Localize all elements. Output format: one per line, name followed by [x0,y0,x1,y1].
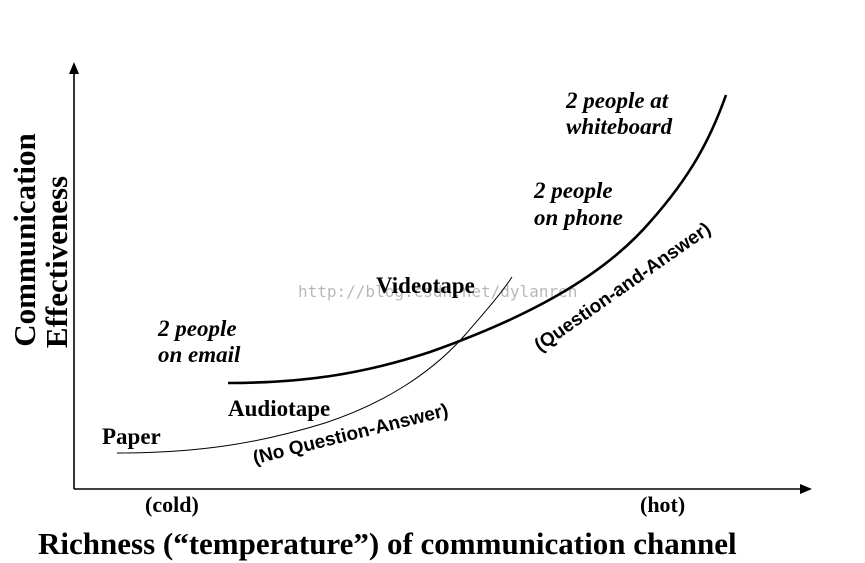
y-axis-label-line2: Effectiveness [39,176,74,348]
label-paper: Paper [102,424,161,449]
x-axis-cold-label: (cold) [145,492,199,517]
label-videotape: Videotape [376,273,475,298]
watermark-text: http://blog.csdn.net/dylanren [298,282,577,301]
label-whiteboard-line2: whiteboard [566,114,673,139]
y-axis-label-line1: Communication [7,133,42,347]
label-whiteboard-line1: 2 people at [565,88,669,113]
question-and-answer-curve [227,94,728,385]
label-phone-line1: 2 people [533,178,613,203]
x-axis-label: Richness (“temperature”) of communicatio… [38,526,737,561]
label-audiotape: Audiotape [228,396,330,421]
label-email-line2: on email [158,342,241,367]
x-axis-hot-label: (hot) [640,492,685,517]
no-question-answer-curve [116,276,513,454]
label-phone-line2: on phone [534,205,623,230]
label-email-line1: 2 people [157,316,237,341]
